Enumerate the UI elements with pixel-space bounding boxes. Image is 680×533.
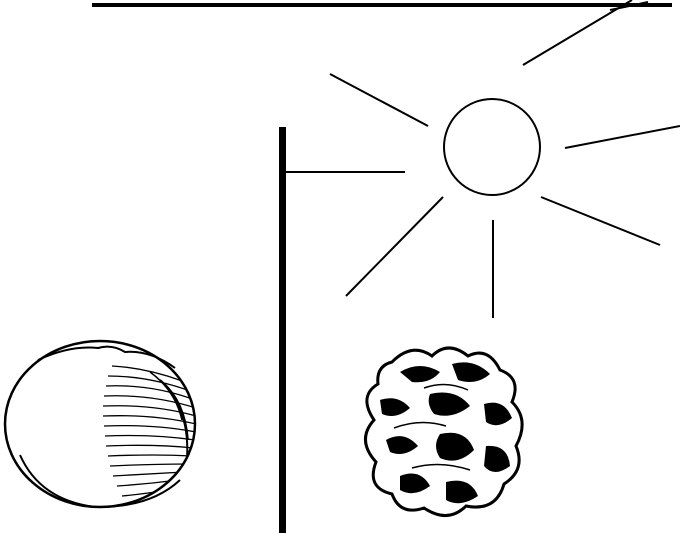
sun-ray <box>330 74 428 126</box>
sun-ray <box>346 197 443 296</box>
sun-ray <box>523 0 632 65</box>
sun-ray <box>541 197 660 245</box>
top-rule <box>92 2 672 10</box>
rock-object <box>365 348 522 516</box>
sphere-object <box>5 341 196 507</box>
sun-ray <box>565 126 680 148</box>
sun-disc <box>444 99 540 195</box>
wall-barrier <box>279 127 286 533</box>
sun-icon <box>286 0 680 318</box>
